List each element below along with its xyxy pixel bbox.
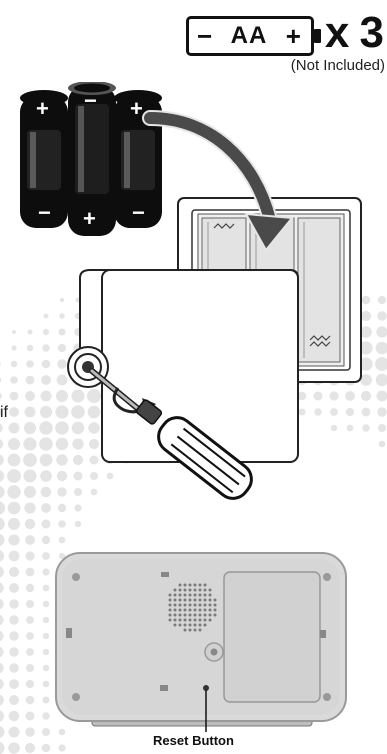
speaker-hole xyxy=(189,594,192,597)
speaker-hole xyxy=(179,599,182,602)
speaker-hole xyxy=(199,629,202,632)
speaker-hole xyxy=(169,614,172,617)
speaker-hole xyxy=(189,584,192,587)
speaker-hole xyxy=(194,584,197,587)
speaker-hole xyxy=(204,614,207,617)
speaker-hole xyxy=(174,619,177,622)
speaker-hole xyxy=(184,584,187,587)
speaker-hole xyxy=(209,589,212,592)
speaker-hole xyxy=(209,614,212,617)
speaker-hole xyxy=(214,599,217,602)
speaker-hole xyxy=(184,609,187,612)
speaker-hole xyxy=(184,599,187,602)
speaker-hole xyxy=(204,584,207,587)
speaker-hole xyxy=(179,624,182,627)
speaker-hole xyxy=(204,604,207,607)
speaker-hole xyxy=(179,584,182,587)
speaker-hole xyxy=(214,609,217,612)
speaker-hole xyxy=(169,619,172,622)
speaker-hole xyxy=(179,609,182,612)
speaker-hole xyxy=(174,624,177,627)
speaker-hole xyxy=(204,624,207,627)
speaker-hole xyxy=(194,609,197,612)
reset-button-label: Reset Button xyxy=(0,733,387,748)
speaker-hole xyxy=(199,624,202,627)
speaker-hole xyxy=(194,614,197,617)
speaker-hole xyxy=(189,604,192,607)
speaker-hole xyxy=(184,614,187,617)
speaker-hole xyxy=(199,609,202,612)
speaker-hole xyxy=(199,589,202,592)
speaker-hole xyxy=(179,614,182,617)
speaker-hole xyxy=(209,594,212,597)
speaker-hole xyxy=(174,614,177,617)
speaker-hole xyxy=(179,594,182,597)
speaker-hole xyxy=(189,619,192,622)
speaker-hole xyxy=(174,604,177,607)
speaker-hole xyxy=(184,604,187,607)
speaker-hole xyxy=(194,629,197,632)
speaker-hole xyxy=(189,614,192,617)
speaker-hole xyxy=(169,609,172,612)
speaker-hole xyxy=(204,599,207,602)
speaker-hole xyxy=(204,609,207,612)
speaker-hole xyxy=(204,594,207,597)
speaker-hole xyxy=(199,584,202,587)
speaker-hole xyxy=(209,619,212,622)
speaker-hole xyxy=(179,604,182,607)
speaker-hole xyxy=(214,604,217,607)
speaker-hole xyxy=(199,604,202,607)
speaker-hole xyxy=(184,589,187,592)
speaker-hole xyxy=(169,594,172,597)
speaker-hole xyxy=(189,609,192,612)
speaker-hole xyxy=(174,589,177,592)
speaker-hole xyxy=(199,614,202,617)
speaker-hole xyxy=(174,609,177,612)
speaker-hole xyxy=(209,604,212,607)
speaker-hole xyxy=(194,604,197,607)
speaker-hole xyxy=(194,624,197,627)
speaker-hole xyxy=(189,624,192,627)
speaker-hole xyxy=(204,589,207,592)
device-back xyxy=(56,553,346,732)
speaker-hole xyxy=(184,629,187,632)
speaker-hole xyxy=(174,594,177,597)
speaker-hole xyxy=(194,589,197,592)
speaker-hole xyxy=(199,619,202,622)
speaker-hole xyxy=(179,589,182,592)
speaker-hole xyxy=(214,614,217,617)
speaker-hole xyxy=(189,599,192,602)
speaker-hole xyxy=(174,599,177,602)
speaker-hole xyxy=(194,599,197,602)
speaker-hole xyxy=(204,619,207,622)
speaker-hole xyxy=(199,594,202,597)
speaker-hole xyxy=(184,619,187,622)
speaker-hole xyxy=(184,624,187,627)
speaker-hole xyxy=(169,604,172,607)
speaker-hole xyxy=(194,619,197,622)
speaker-hole xyxy=(184,594,187,597)
speaker-hole xyxy=(194,594,197,597)
speaker-hole xyxy=(179,619,182,622)
speaker-hole xyxy=(209,609,212,612)
speaker-hole xyxy=(199,599,202,602)
speaker-hole xyxy=(189,629,192,632)
truncated-text: if xyxy=(0,404,8,422)
speaker-hole xyxy=(169,599,172,602)
speaker-hole xyxy=(209,599,212,602)
speaker-hole xyxy=(189,589,192,592)
